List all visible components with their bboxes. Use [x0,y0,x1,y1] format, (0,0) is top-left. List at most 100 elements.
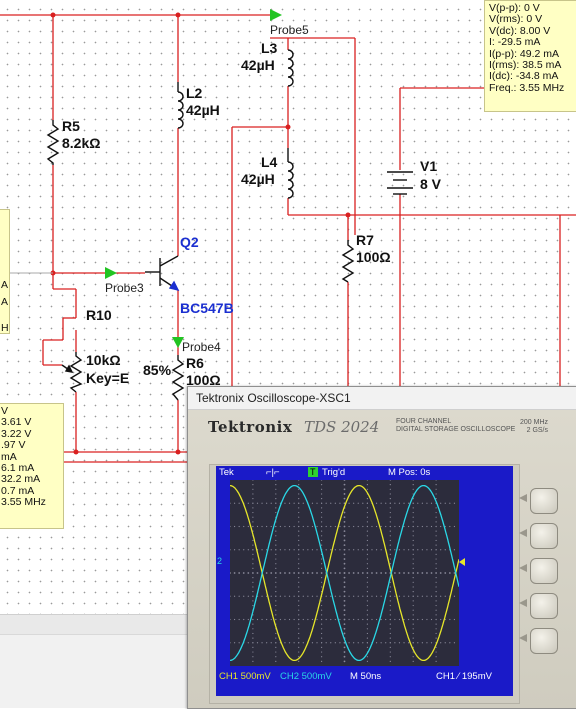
graticule-dot [426,525,428,528]
graticule-dot [412,502,414,504]
option-button-4[interactable] [530,593,558,619]
readout-line: Freq.: 3.55 MHz [489,81,565,94]
graticule-dot [302,502,304,504]
option-button-5[interactable] [530,628,558,654]
graticule-dot [412,572,415,574]
oscilloscope-window[interactable]: Tektronix Oscilloscope-XSC1 Tektronix TD… [187,386,576,709]
graticule-dot [275,637,277,639]
probe5-label[interactable]: Probe5 [270,23,309,37]
graticule-dot [435,623,437,625]
graticule-dot [366,600,368,602]
graticule-dot [389,591,391,593]
graticule-dot [279,549,281,551]
graticule-dot [366,539,368,542]
graticule-dot [275,642,277,644]
graticule-dot [298,530,300,532]
option-button-3[interactable] [530,558,558,584]
l3-name[interactable]: L3 [261,40,278,56]
r6-name[interactable]: R6 [186,355,204,371]
graticule-dot [321,609,323,611]
graticule-dot [366,511,368,514]
graticule-dot [266,525,268,528]
graticule-dot [343,525,346,528]
r5-value: 8.2kΩ [62,135,101,151]
graticule-dot [233,502,236,504]
graticule-dot [279,618,281,621]
probe-readout-top-right[interactable]: V(p-p): 0 V V(rms): 0 V V(dc): 8.00 V I:… [484,0,576,112]
graticule-dot [412,660,414,662]
graticule-dot [298,493,300,495]
graticule-dot [311,502,314,504]
graticule-dot [334,525,336,528]
graticule-dot [256,502,259,504]
probe-readout-left-low[interactable]: V 3.61 V 3.22 V .97 V mA 6.1 mA 32.2 mA … [0,403,64,529]
graticule-dot [298,637,300,639]
graticule-dot [389,660,391,662]
graticule-dot [435,632,437,635]
probe-readout-left-mid[interactable]: A A Hz [0,209,10,334]
graticule-dot [270,572,273,574]
graticule-dot [256,642,259,644]
spec-label: 200 MHz 2 GS/s [520,419,548,435]
bottom-panel [0,634,192,708]
ch2-ground-marker: 2 [217,556,223,566]
graticule-dot [275,567,277,569]
graticule-dot [252,553,254,555]
v1-value: 8 V [420,176,442,192]
graticule-dot [275,558,277,560]
graticule-dot [288,502,291,504]
graticule-dot [321,479,323,481]
q2-name[interactable]: Q2 [180,234,199,250]
graticule-dot [389,614,391,616]
graticule-dot [343,549,346,551]
graticule-dot [417,642,419,644]
graticule-dot [440,595,442,597]
graticule-dot [275,614,277,616]
graticule-dot [366,623,368,625]
graticule-dot [366,567,368,569]
probe4-label[interactable]: Probe4 [182,340,221,354]
graticule-dot [270,502,272,504]
v1-name[interactable]: V1 [420,158,438,174]
graticule-dot [316,572,318,574]
graticule-dot [357,572,360,574]
graticule-dot [329,572,332,574]
spec-line: 200 MHz [520,419,549,426]
probe3-label[interactable]: Probe3 [105,281,144,295]
graticule-dot [252,628,254,630]
option-button-1[interactable] [530,488,558,514]
graticule-dot [229,595,231,597]
graticule-dot [298,656,300,658]
r5-name[interactable]: R5 [62,118,80,134]
graticule-dot [238,595,240,597]
graticule-dot [435,660,437,662]
graticule-dot [252,623,254,625]
graticule-dot [412,544,414,546]
graticule-dot [288,572,291,574]
graticule-dot [321,525,323,528]
graticule-dot [298,660,300,662]
graticule-dot [412,656,414,658]
horizontal-scrollbar[interactable] [0,614,192,635]
option-button-2[interactable] [530,523,558,549]
l4-name[interactable]: L4 [261,154,278,170]
graticule-dot [311,572,314,574]
graticule-dot [321,628,323,630]
graticule-dot [348,595,350,597]
graticule-dot [435,511,437,514]
graticule-dot [334,502,336,504]
graticule-dot [321,637,323,639]
graticule-dot [334,572,337,574]
l2-name[interactable]: L2 [186,85,203,101]
graticule-dot [435,507,437,509]
graticule-dot [330,549,332,551]
oscilloscope-window-title[interactable]: Tektronix Oscilloscope-XSC1 [188,387,576,410]
r7-name[interactable]: R7 [356,232,374,248]
graticule-dot [298,623,300,625]
graticule-dot [371,595,373,597]
graticule-dot [435,614,437,616]
graticule-dot [275,609,277,611]
graticule-dot [270,595,272,597]
r10-name[interactable]: R10 [86,307,112,323]
